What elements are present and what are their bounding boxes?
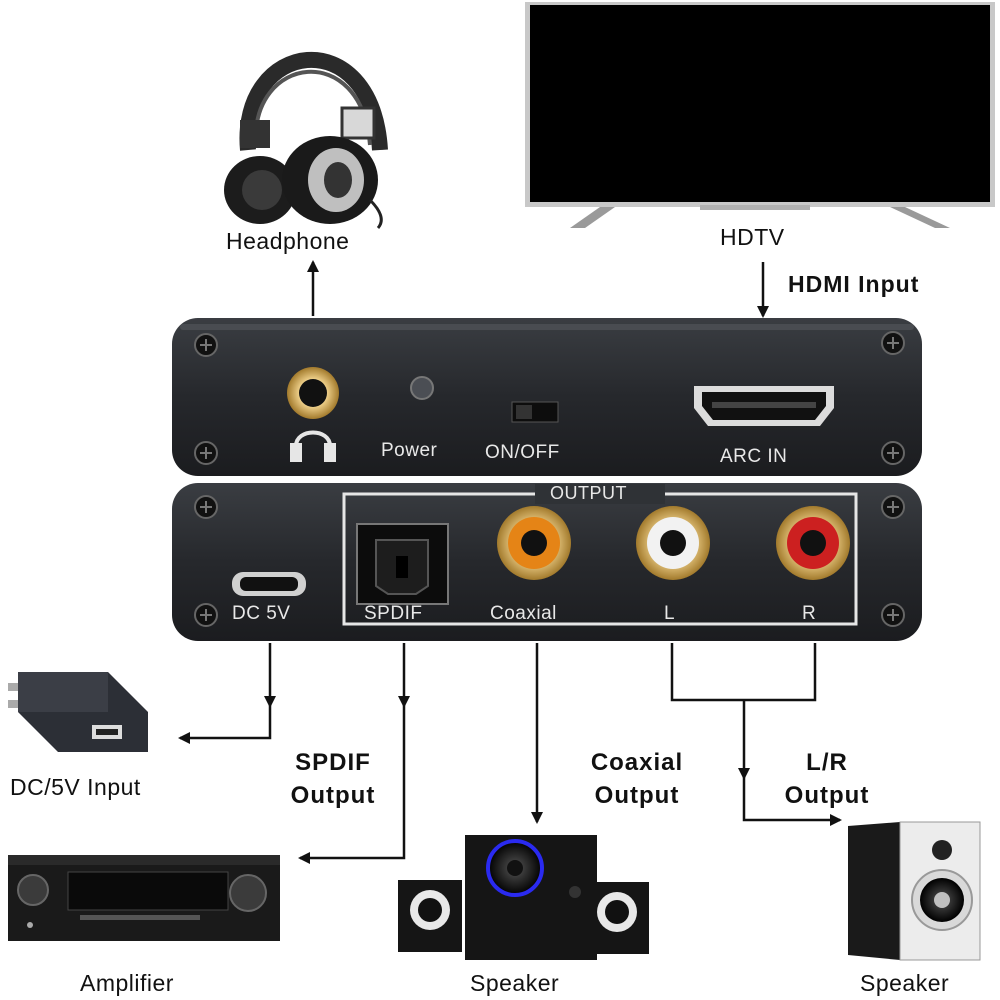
- speaker-set-image: [398, 835, 649, 960]
- usb-power-adapter-image: [8, 672, 148, 752]
- power-led-icon: [410, 376, 434, 400]
- spdif-port-label: SPDIF: [364, 603, 423, 624]
- hdtv-image: [525, 2, 995, 228]
- hdtv-label: HDTV: [720, 224, 785, 250]
- lr-bracket: [670, 643, 817, 702]
- micro-usb-port-icon: [232, 572, 306, 596]
- lr-output-label: L/R Output: [762, 746, 892, 812]
- headphone-label: Headphone: [226, 228, 350, 254]
- spdif-optical-port-icon: [356, 523, 449, 605]
- coaxial-output-line1: Coaxial: [590, 749, 684, 776]
- spdif-output-line1: SPDIF: [295, 749, 371, 776]
- amplifier-image: [8, 855, 280, 941]
- dc-input-line: [178, 706, 272, 744]
- output-title: OUTPUT: [550, 483, 627, 503]
- on-off-switch-icon: [511, 401, 559, 423]
- speaker-right-label: Speaker: [860, 970, 950, 996]
- spdif-output-line2: Output: [290, 782, 376, 809]
- right-port-label: R: [802, 603, 817, 624]
- amplifier-label: Amplifier: [80, 970, 174, 996]
- hdmi-port-icon: [694, 386, 834, 426]
- lr-output-line2: Output: [784, 782, 870, 809]
- coaxial-port-label: Coaxial: [490, 603, 557, 624]
- headphone-image: [224, 52, 388, 229]
- hdmi-input-label: HDMI Input: [788, 271, 920, 297]
- on-off-label: ON/OFF: [485, 442, 560, 463]
- spdif-output-label: SPDIF Output: [268, 746, 398, 812]
- arc-in-label: ARC IN: [720, 446, 788, 467]
- headphone-jack-icon: [287, 367, 339, 419]
- dc-5v-label: DC 5V: [232, 603, 291, 624]
- lr-output-line1: L/R: [806, 749, 848, 776]
- device-top-panel: [172, 318, 922, 476]
- left-port-label: L: [664, 603, 676, 624]
- coaxial-output-label: Coaxial Output: [562, 746, 712, 812]
- headphone-symbol-icon: [290, 430, 336, 462]
- dc-input-label: DC/5V Input: [10, 774, 141, 800]
- spdif-amplifier-line: [298, 706, 406, 864]
- coaxial-output-line2: Output: [594, 782, 680, 809]
- lr-speaker-line: [742, 778, 842, 826]
- tower-speaker-image: [848, 821, 981, 961]
- right-rca-port-icon: [776, 506, 850, 580]
- speaker-center-label: Speaker: [470, 970, 560, 996]
- left-rca-port-icon: [636, 506, 710, 580]
- coaxial-rca-port-icon: [497, 506, 571, 580]
- power-label: Power: [381, 440, 438, 461]
